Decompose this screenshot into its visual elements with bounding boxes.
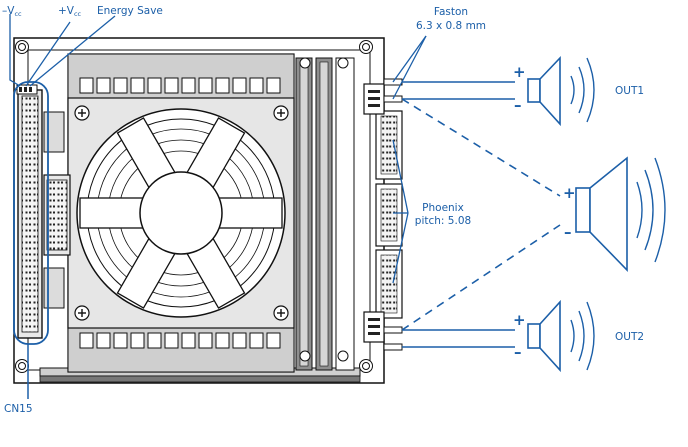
- plus-vcc-subscript: cc: [74, 10, 82, 18]
- fan-screw-crosses: [78, 109, 285, 317]
- fan-screws: [74, 105, 289, 321]
- out2-minus-mark: –: [514, 343, 522, 361]
- out2-label: OUT2: [615, 331, 644, 343]
- mounting-holes: [15, 40, 373, 373]
- cn15-connector: [17, 89, 43, 339]
- faston-label: Faston: [434, 6, 468, 18]
- plus-vcc-text: +V: [58, 5, 75, 17]
- out1-label: OUT1: [615, 85, 644, 97]
- polarity-marks: + – + – + –: [513, 63, 576, 361]
- bridge-wires: [401, 98, 561, 331]
- out1-plus-mark: +: [513, 63, 526, 81]
- vent-slots-bottom: [79, 332, 281, 349]
- out1-minus-mark: –: [514, 96, 522, 114]
- bridged-plus-mark: +: [563, 184, 576, 202]
- plus-vcc-label: +Vcc: [58, 5, 82, 18]
- faston-size-label: 6.3 x 0.8 mm: [416, 20, 486, 32]
- phoenix-connectors: [375, 110, 403, 319]
- fan-assembly: [67, 97, 295, 329]
- minus-vcc-subscript: cc: [14, 10, 22, 18]
- minus-vcc-label: –Vcc: [2, 5, 22, 18]
- bridged-minus-mark: –: [564, 223, 572, 241]
- rail-screws: [299, 57, 349, 362]
- vent-slots-top: [79, 77, 281, 94]
- heatsink-rails: [295, 57, 355, 371]
- speaker-wires: [402, 81, 515, 348]
- out2-plus-mark: +: [513, 311, 526, 329]
- leader-lines: [9, 14, 427, 284]
- phoenix-pitch-label: pitch: 5.08: [415, 215, 471, 227]
- energy-save-label: Energy Save: [97, 5, 163, 17]
- cn15-highlight: [13, 81, 49, 399]
- power-pins: [16, 84, 38, 95]
- speaker-out1: [527, 56, 595, 127]
- cn15-label: CN15: [4, 403, 33, 415]
- phoenix-label: Phoenix: [422, 202, 464, 214]
- speaker-out2: [527, 299, 595, 373]
- secondary-header: [43, 111, 71, 309]
- speaker-bridged: [575, 156, 666, 272]
- fan-hub: [139, 171, 223, 255]
- minus-vcc-text: –V: [2, 5, 15, 17]
